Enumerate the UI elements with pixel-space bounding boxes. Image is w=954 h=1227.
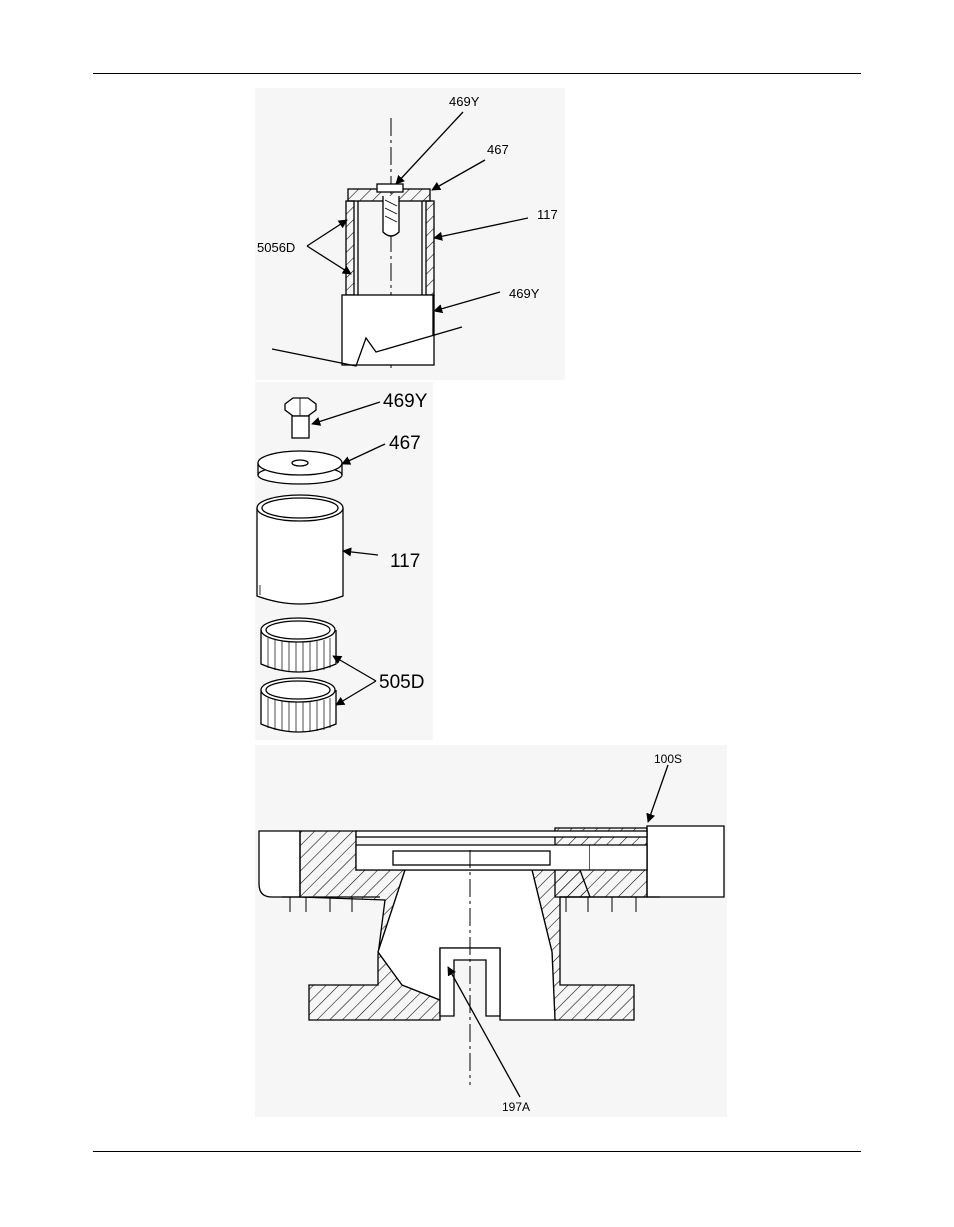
callout-washer-exploded: 467: [389, 433, 421, 454]
figure-bottom: [259, 765, 724, 1097]
callout-bearings-top: 5056D: [257, 240, 295, 255]
callout-washer-top: 467: [487, 142, 509, 157]
figure-exploded-labels: 469Y 467 117 505D: [379, 391, 428, 693]
callout-housing: 100S: [654, 752, 682, 766]
callout-bolt-exploded: 469Y: [383, 391, 428, 412]
callout-sleeve-top: 117: [537, 207, 558, 222]
callout-insert: 197A: [502, 1100, 530, 1114]
callout-sleeve-exploded: 117: [390, 551, 420, 572]
callout-shaft-top: 469Y: [509, 286, 540, 301]
callout-bolt-top: 469Y: [449, 94, 480, 109]
callout-bearings-exploded: 505D: [379, 672, 424, 693]
figure-exploded: [257, 398, 343, 732]
